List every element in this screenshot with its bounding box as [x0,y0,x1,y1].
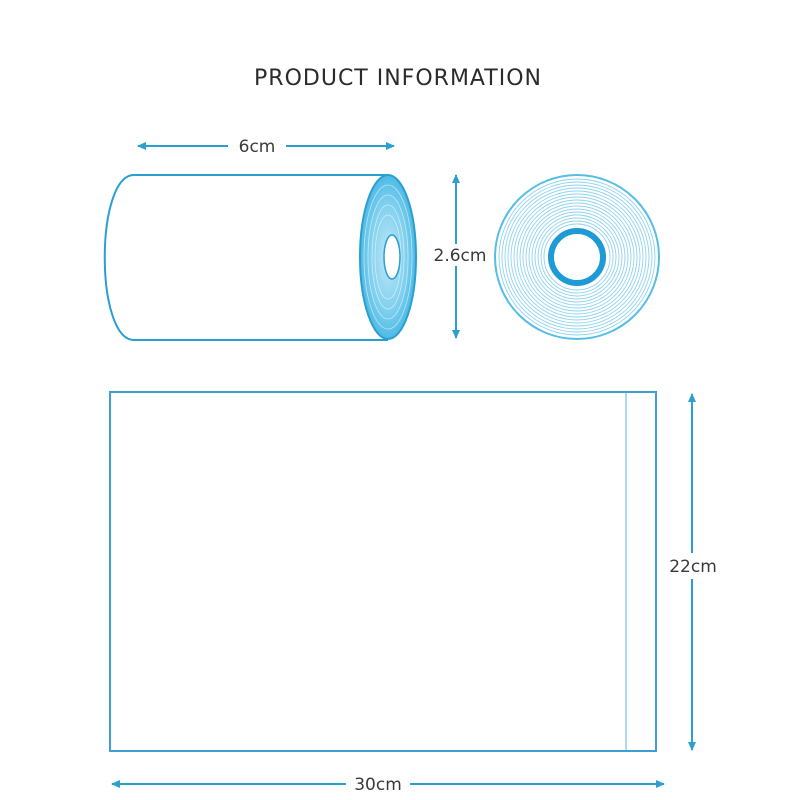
roll-ring [510,190,644,324]
roll-ring [528,208,626,306]
roll-ring [504,184,650,330]
roll-ring [525,205,629,309]
roll-ring [534,214,620,300]
roll-ring [513,193,641,321]
roll-height-label: 2.6cm [434,246,487,266]
roll-ring [540,220,614,294]
roll-ring [516,196,638,318]
roll-ring [507,187,647,327]
roll-ring [522,202,632,312]
roll-body-outline [103,174,388,341]
paper-sheet [109,391,657,752]
roll-core-hole [383,234,401,280]
roll-front-rings [498,178,656,336]
roll-front-core-hole [558,238,596,276]
roll-length-label: 6cm [239,137,276,157]
sheet-height-label: 22cm [669,557,717,577]
sheet-width-label: 30cm [354,775,402,795]
roll-ring [501,181,653,333]
roll-side-view [103,174,417,341]
roll-ring [498,178,656,336]
roll-ring [531,211,623,303]
roll-front-view [494,174,660,340]
roll-ring [543,223,611,291]
roll-ring [519,199,635,315]
roll-ring [537,217,617,297]
roll-end-rings [363,184,413,330]
page-title: PRODUCT INFORMATION [254,66,542,91]
sheet-outline [109,391,657,752]
